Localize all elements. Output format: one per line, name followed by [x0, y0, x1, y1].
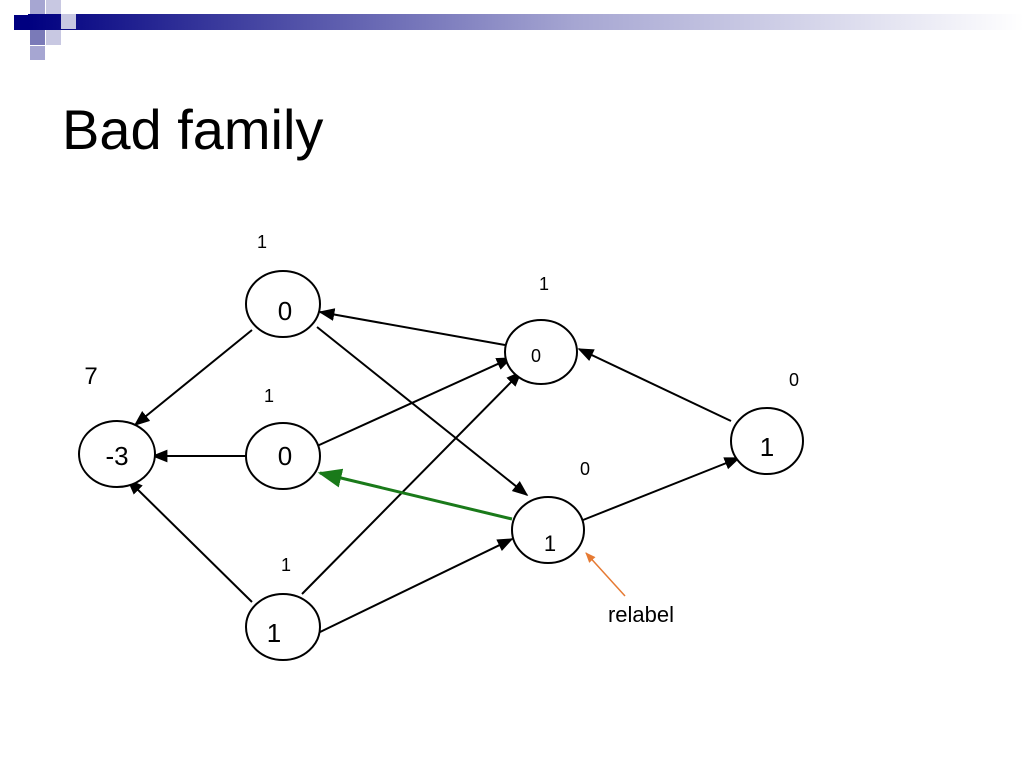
header-square-light [30, 46, 45, 60]
relabel-annotation-label: relabel [608, 602, 674, 627]
edge-upper-right-to-top [318, 308, 506, 346]
header-square-light [30, 0, 45, 14]
height-label-bottom: 1 [281, 555, 291, 575]
edge-middle-to-upper-right [316, 357, 513, 447]
header-gradient-bar [28, 14, 1024, 30]
node-bottom: 1 [245, 593, 321, 661]
node-upper-right: 0 [504, 319, 578, 385]
height-label-lower-right: 0 [580, 459, 590, 479]
node-lower-right: 1 [511, 496, 585, 564]
header-square-light [46, 0, 61, 14]
node-top-label: 0 [278, 296, 292, 326]
node-sink: 1 [730, 407, 804, 475]
node-sink-label: 1 [760, 432, 774, 462]
edge-lower-right-to-sink [582, 457, 741, 521]
node-middle-label: 0 [278, 441, 292, 471]
height-label-upper-right: 1 [539, 274, 549, 294]
height-label-top: 1 [257, 232, 267, 252]
edge-bottom-to-upper-right [301, 370, 523, 595]
node-bottom-label: 1 [267, 618, 281, 648]
node-top: 0 [245, 270, 321, 338]
height-label-source: 7 [84, 363, 97, 390]
node-source-label: -3 [105, 441, 128, 471]
edge-lower-right-to-middle-highlighted [317, 468, 513, 521]
edge-top-to-source [133, 329, 253, 427]
height-label-sink: 0 [789, 370, 799, 390]
slide-title: Bad family [62, 98, 324, 161]
header-square-light [46, 30, 61, 45]
edge-sink-to-upper-right [577, 348, 732, 422]
relabel-annotation-arrow [585, 552, 626, 597]
header-square-dark [14, 15, 29, 30]
node-upper-right-label: 0 [531, 346, 541, 366]
height-label-middle: 1 [264, 386, 274, 406]
header-square-light [61, 14, 76, 29]
header-square-mid [30, 30, 45, 45]
edge-top-to-lower-right [316, 326, 529, 496]
node-middle: 0 [245, 422, 321, 490]
node-lower-right-label: 1 [544, 531, 556, 556]
header-decoration [14, 0, 1024, 60]
edge-bottom-to-lower-right [317, 538, 514, 634]
node-source: -3 [78, 420, 156, 488]
edge-bottom-to-source [126, 478, 253, 603]
